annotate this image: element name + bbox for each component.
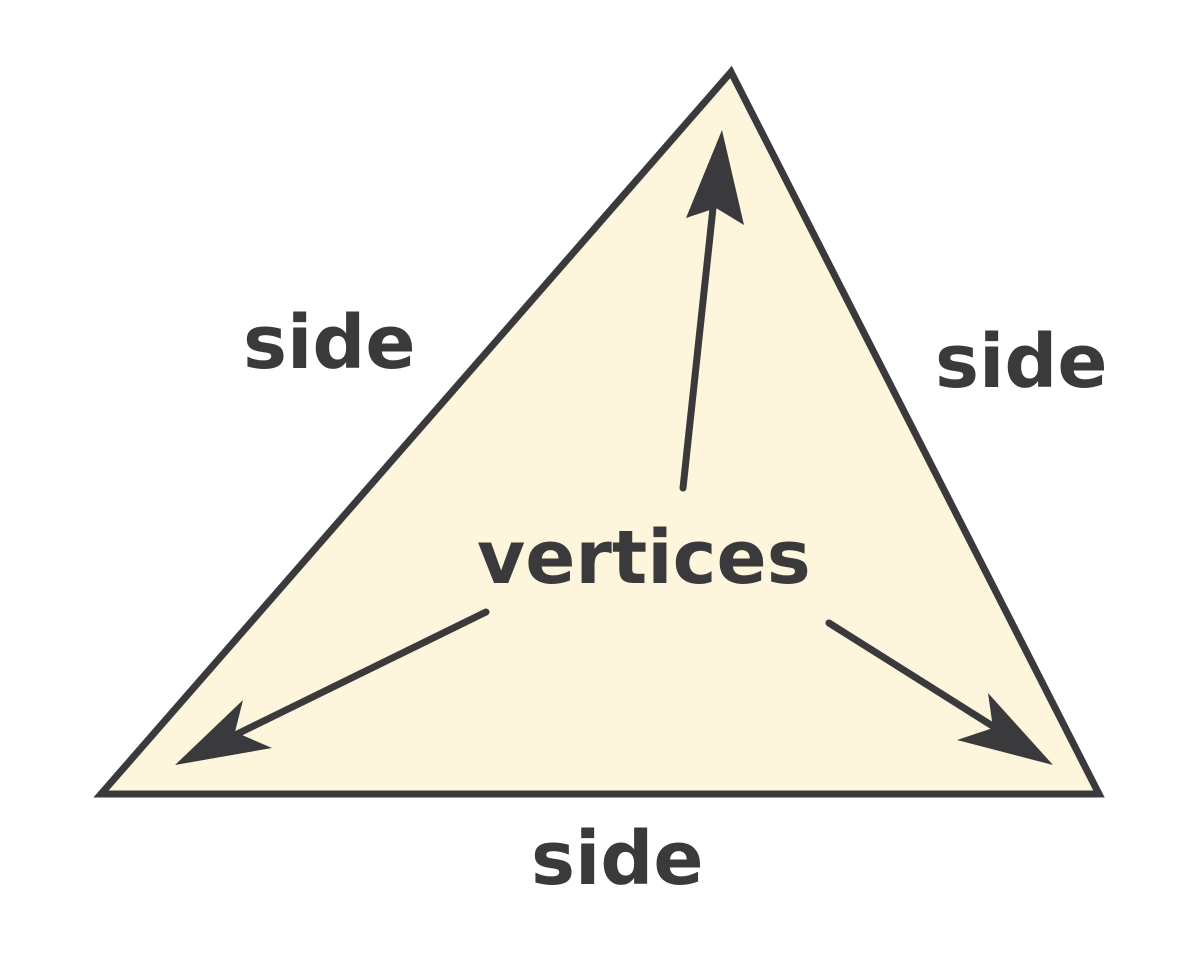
arrow-to-top-vertex: [679, 176, 720, 492]
side-label-bottom: side: [531, 816, 704, 902]
arrow-to-right-vertex: [825, 619, 1014, 741]
arrowhead-right: [957, 693, 1053, 765]
arrowhead-left: [175, 700, 272, 765]
triangle: [93, 65, 1105, 798]
side-label-right: side: [935, 319, 1108, 405]
arrowhead-top: [686, 130, 744, 225]
vertices-label: vertices: [477, 515, 811, 601]
arrow-to-left-vertex: [221, 608, 490, 744]
side-label-left: side: [243, 300, 416, 386]
